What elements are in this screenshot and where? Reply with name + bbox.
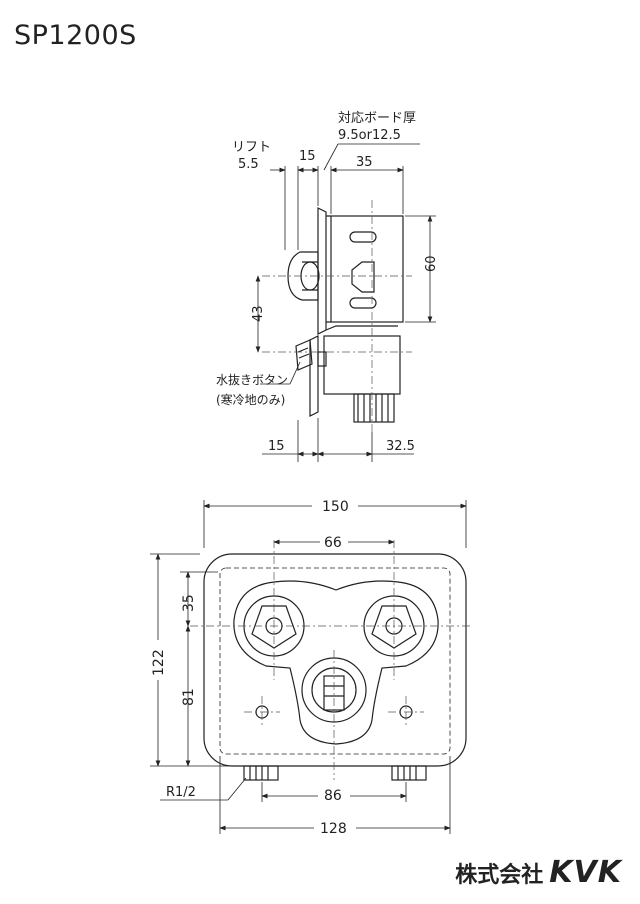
board-thickness-value: 9.5or12.5: [338, 128, 401, 143]
side-view: [287, 207, 404, 423]
drain-button: [295, 339, 313, 371]
brand-company-ja: 株式会社: [455, 863, 544, 888]
board-thickness-label: 対応ボード厚: [338, 111, 416, 126]
front-plate: [203, 553, 467, 767]
dim-86: 86: [324, 788, 342, 804]
lift-label: リフト: [232, 140, 271, 155]
dim-122: 122: [151, 649, 167, 676]
side-lower-plate: [309, 335, 319, 417]
dim-81: 81: [181, 688, 197, 706]
dim-128: 128: [320, 821, 347, 837]
drain-button-note: (寒冷地のみ): [216, 392, 285, 407]
thread-label: R1/2: [166, 785, 196, 800]
side-body-box: [330, 215, 404, 323]
dim-60: 60: [424, 255, 439, 272]
dim-15-bottom: 15: [268, 439, 285, 454]
page-title: SP1200S: [14, 20, 137, 51]
dim-66: 66: [324, 535, 342, 551]
front-body-outline: [233, 580, 439, 745]
dim-35-front: 35: [181, 594, 197, 612]
dim-43: 43: [251, 305, 266, 322]
pipe-stub-right: [391, 765, 427, 781]
dim-32-5: 32.5: [386, 439, 415, 454]
side-lower-connector: [323, 335, 401, 395]
dim-15-top: 15: [299, 149, 316, 164]
dim-150: 150: [322, 499, 349, 515]
front-view: [203, 553, 467, 781]
pipe-stub-left: [243, 765, 279, 781]
side-wall-plate: [317, 207, 327, 335]
drain-button-label: 水抜きボタン: [216, 373, 288, 387]
brand-company-en: KVK: [549, 855, 622, 890]
lift-value: 5.5: [238, 157, 259, 172]
brand-logo: 株式会社 KVK: [455, 855, 622, 890]
side-upper-knob: [287, 251, 319, 301]
thread-end: [353, 393, 395, 423]
dim-35-side: 35: [356, 155, 373, 170]
